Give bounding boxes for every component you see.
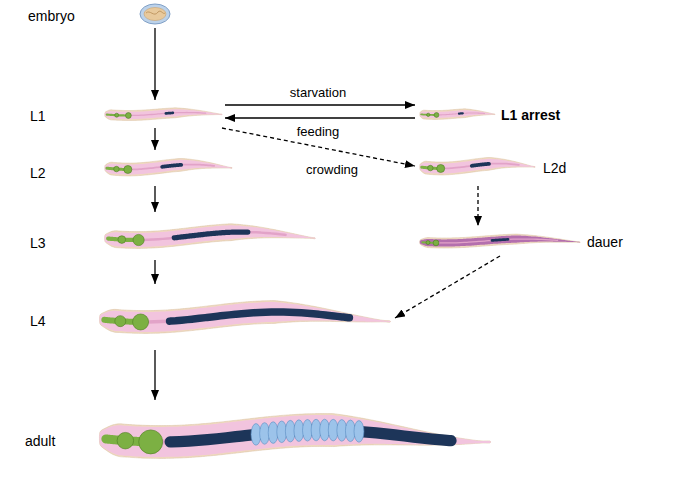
dashed-arrow bbox=[477, 186, 478, 226]
pharynx-bulb bbox=[124, 165, 132, 173]
pharynx-bulb bbox=[139, 430, 163, 454]
worm-body bbox=[100, 302, 391, 332]
solid-arrow bbox=[154, 260, 155, 284]
stage-label: L4 bbox=[30, 313, 46, 329]
cuticle bbox=[420, 157, 535, 174]
intestine bbox=[437, 113, 485, 115]
worm-body bbox=[105, 225, 316, 247]
cuticle bbox=[420, 109, 495, 120]
pharynx-bulb bbox=[117, 432, 134, 449]
edge-label: feeding bbox=[295, 124, 342, 139]
cuticle bbox=[100, 301, 391, 334]
pharynx-bulb bbox=[427, 113, 430, 116]
worm-figure bbox=[105, 224, 316, 249]
worm-body bbox=[420, 159, 535, 174]
gonad bbox=[459, 112, 463, 115]
embryo-fold bbox=[146, 11, 165, 14]
pharynx-bulb bbox=[428, 165, 434, 171]
stage-label: L1 bbox=[30, 108, 46, 124]
stage-node: L2d bbox=[415, 150, 585, 186]
pharynx-bulb bbox=[133, 234, 144, 245]
worm-body bbox=[99, 415, 490, 457]
stage-label: embryo bbox=[28, 8, 75, 24]
gonad bbox=[170, 312, 350, 321]
intestine bbox=[141, 312, 350, 322]
worm-figure bbox=[420, 234, 580, 248]
stage-node: L1 arrest bbox=[415, 100, 580, 128]
worm-figure bbox=[99, 414, 490, 459]
cuticle bbox=[105, 158, 232, 175]
stage-node: dauer bbox=[415, 226, 640, 256]
stage-node: L4 bbox=[25, 284, 395, 350]
worm-figure bbox=[100, 301, 391, 334]
pharynx bbox=[107, 113, 129, 116]
stage-label: L2d bbox=[543, 160, 566, 176]
cuticle bbox=[420, 234, 580, 248]
solid-arrow bbox=[225, 117, 415, 118]
cuticle bbox=[105, 108, 222, 121]
edge-label: starvation bbox=[288, 85, 348, 100]
stage-label: dauer bbox=[587, 234, 623, 250]
stage-label: L2 bbox=[30, 165, 46, 181]
pharynx-bulb bbox=[115, 316, 126, 327]
worm-figure bbox=[105, 158, 232, 175]
worm-body bbox=[420, 110, 495, 118]
gonad bbox=[162, 165, 181, 167]
pharynx-bulb bbox=[115, 113, 119, 117]
edge-label: crowding bbox=[304, 162, 360, 177]
gonad bbox=[174, 232, 248, 238]
intestine bbox=[139, 232, 286, 240]
worm-body bbox=[105, 160, 232, 175]
egg bbox=[354, 421, 364, 443]
intestine bbox=[128, 113, 205, 116]
stage-label: adult bbox=[25, 433, 55, 449]
pharynx-bulb bbox=[434, 113, 439, 118]
worm-figure bbox=[420, 109, 495, 120]
intestine bbox=[441, 164, 519, 169]
gonad bbox=[166, 112, 173, 115]
worm-figure bbox=[105, 108, 222, 121]
stage-label: L1 arrest bbox=[501, 107, 560, 123]
pharynx-bulb bbox=[437, 164, 445, 172]
solid-arrow bbox=[154, 350, 155, 400]
pharynx-bulb bbox=[133, 314, 149, 330]
gonad bbox=[492, 239, 508, 240]
cuticle bbox=[105, 224, 316, 249]
solid-arrow bbox=[154, 186, 155, 212]
solid-arrow bbox=[154, 28, 155, 100]
pharynx-bulb bbox=[433, 240, 439, 246]
worm-body bbox=[105, 109, 222, 119]
embryo-body bbox=[144, 8, 166, 21]
intestine bbox=[128, 165, 214, 170]
stage-node: L1 bbox=[25, 100, 225, 128]
stage-label: L3 bbox=[30, 235, 46, 251]
stage-node: L2 bbox=[25, 150, 235, 186]
dashed-arrow bbox=[395, 256, 500, 318]
pharynx-bulb bbox=[126, 113, 132, 119]
stage-node: embryo bbox=[25, 2, 177, 28]
pharynx-bulb bbox=[426, 241, 430, 245]
embryo-figure bbox=[140, 4, 170, 24]
pharynx-bulb bbox=[118, 236, 126, 244]
gonad bbox=[472, 164, 489, 166]
intestine bbox=[436, 239, 558, 243]
solid-arrow bbox=[154, 128, 155, 150]
eggshell bbox=[140, 4, 170, 24]
cuticle bbox=[99, 414, 490, 459]
worm-figure bbox=[420, 157, 535, 174]
stage-node: L3 bbox=[25, 212, 320, 260]
solid-arrow bbox=[225, 104, 415, 105]
worm-body bbox=[420, 236, 580, 247]
stage-node: adult bbox=[25, 400, 495, 472]
pharynx-bulb bbox=[114, 166, 120, 172]
